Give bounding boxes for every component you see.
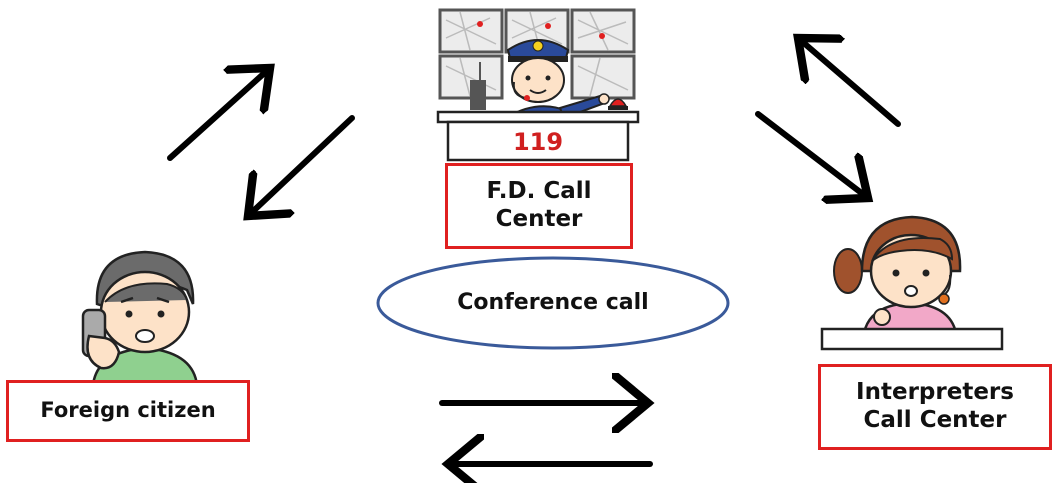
arrow-fd-to-interpreter [755, 111, 868, 198]
dispatcher-illustration: 119 [436, 8, 640, 162]
interpreter-illustration [820, 215, 1004, 351]
conference-call-label: Conference call [457, 289, 649, 315]
interpreters-call-center-label: Interpreters Call Center [818, 364, 1052, 450]
foreign-citizen-label: Foreign citizen [6, 380, 250, 442]
arrow-citizen-to-fd [167, 68, 270, 161]
fd-call-center-label: F.D. Call Center [445, 163, 633, 249]
arrow-interpreter-to-fd [798, 38, 901, 127]
arrow-fd-to-citizen [248, 115, 355, 216]
conference-call-ellipse [376, 256, 730, 350]
desk-number: 119 [513, 128, 563, 156]
worried-citizen-illustration [81, 250, 199, 387]
